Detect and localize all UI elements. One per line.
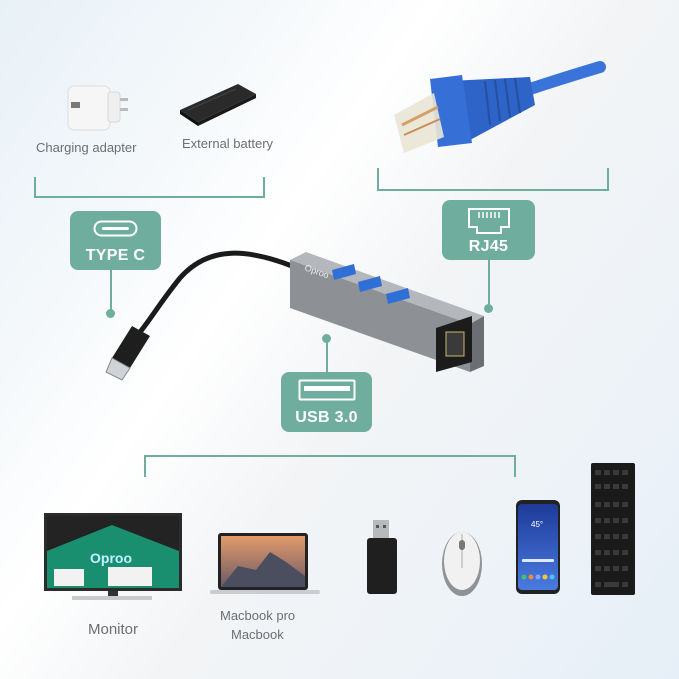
type-c-badge: TYPE C — [70, 211, 161, 270]
bracket-rj45-right — [607, 168, 609, 190]
usb30-connector-line — [326, 340, 328, 374]
usb30-label: USB 3.0 — [295, 409, 358, 426]
bracket-devices-left — [144, 455, 146, 477]
mouse-image — [442, 532, 482, 596]
monitor-image: Oproo — [44, 513, 182, 600]
rj45-badge: RJ45 — [442, 200, 535, 260]
usb-flash-drive-image — [367, 520, 397, 594]
bracket-rj45-bottom — [377, 189, 609, 191]
laptop-label-2: Macbook — [231, 627, 284, 642]
external-battery-image — [180, 84, 256, 126]
rj45-connector-dot — [484, 304, 493, 313]
usb-hub-image: Oproo — [105, 250, 484, 381]
usb30-badge: USB 3.0 — [281, 372, 372, 432]
type-c-connector-line — [110, 270, 112, 312]
usb30-connector-dot — [322, 334, 331, 343]
usb-a-port-icon — [298, 379, 356, 401]
svg-text:Oproo: Oproo — [90, 550, 132, 566]
bracket-devices-right — [514, 455, 516, 477]
bracket-left-edge — [34, 177, 36, 197]
keyboard-image — [591, 463, 635, 595]
monitor-label: Monitor — [88, 621, 139, 638]
bracket-devices-top — [144, 455, 516, 457]
bracket-rj45-left — [377, 168, 379, 190]
charging-adapter-label: Charging adapter — [36, 140, 137, 155]
laptop-image — [210, 533, 320, 594]
rj45-connector-line — [488, 260, 490, 308]
external-battery-label: External battery — [182, 136, 274, 151]
laptop-label-1: Macbook pro — [220, 608, 296, 623]
rj45-label: RJ45 — [468, 238, 509, 255]
svg-text:45°: 45° — [531, 520, 543, 529]
ethernet-port-icon — [468, 208, 510, 234]
type-c-label: TYPE C — [85, 247, 146, 264]
bracket-right-edge — [263, 177, 265, 197]
charging-adapter-image — [67, 85, 128, 131]
bracket-bottom — [34, 196, 265, 198]
smartphone-image: 45° — [516, 500, 560, 594]
type-c-connector-dot — [106, 309, 115, 318]
rj45-cable-image — [394, 61, 606, 153]
usb-c-port-icon — [93, 220, 138, 237]
